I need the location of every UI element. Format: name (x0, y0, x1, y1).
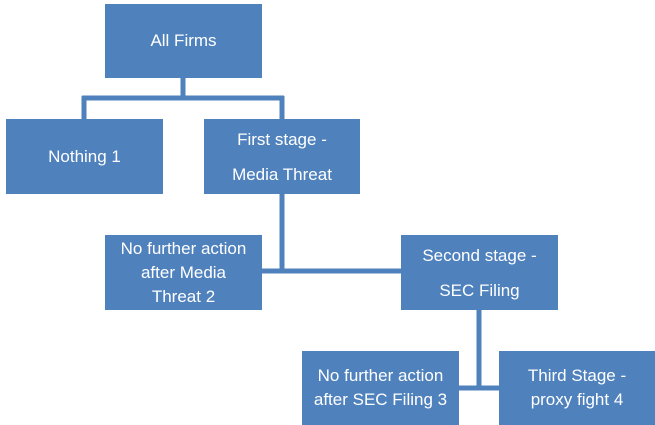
node-no-further-action-sec: No further action after SEC Filing 3 (302, 351, 459, 425)
node-all-firms: All Firms (105, 4, 262, 78)
node-second-stage-label: Second stage - SEC Filing (422, 245, 537, 300)
node-third-stage-proxy-fight: Third Stage - proxy fight 4 (499, 351, 655, 425)
node-nothing: Nothing 1 (6, 119, 163, 194)
node-first-stage-media-threat: First stage - Media Threat (204, 119, 360, 194)
node-first-stage-label: First stage - Media Threat (232, 129, 332, 184)
node-no-further-action-media: No further action after Media Threat 2 (105, 235, 262, 310)
node-nothing-label: Nothing 1 (48, 146, 121, 166)
node-all-firms-label: All Firms (150, 31, 217, 50)
node-third-stage-label: Third Stage - proxy fight 4 (527, 366, 627, 409)
node-no-further-action-media-label: No further action after Media Threat 2 (120, 238, 247, 306)
node-second-stage-sec-filing: Second stage - SEC Filing (401, 235, 558, 310)
node-no-further-action-sec-label: No further action after SEC Filing 3 (313, 366, 448, 409)
